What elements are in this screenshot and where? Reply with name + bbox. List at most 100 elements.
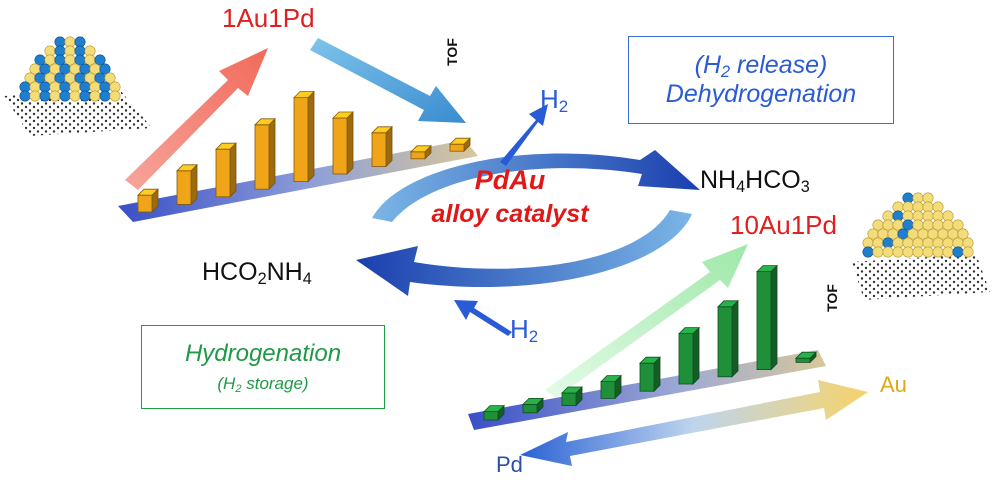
h2-release-text: (H2 release)	[694, 51, 828, 82]
pd-atom	[94, 72, 106, 84]
au-atom	[89, 63, 101, 75]
pd-atom	[39, 63, 51, 75]
au-atom	[44, 72, 56, 84]
green-increase-arrow	[545, 244, 748, 398]
au-pd-double-arrow	[520, 380, 868, 466]
au-atom	[962, 246, 974, 258]
au-atom	[69, 63, 81, 75]
top-tof-bar-1	[137, 188, 159, 213]
bottom-tof-bar-1	[483, 404, 505, 421]
h2-uptake-label: H2	[510, 314, 539, 347]
pd-atom	[59, 90, 71, 102]
au-atom	[937, 228, 949, 240]
bottom-tof-axis-label: TOF	[823, 284, 840, 312]
bottom-tof-bar-8	[756, 264, 778, 371]
bottom-tof-bar-3	[561, 386, 583, 407]
au-atom	[29, 63, 41, 75]
au-atom	[69, 90, 81, 102]
pd-atom	[94, 54, 106, 66]
au-atom	[44, 54, 56, 66]
au-atom	[29, 90, 41, 102]
au-atom	[932, 246, 944, 258]
au-atom	[947, 228, 959, 240]
pd-atom	[34, 54, 46, 66]
au-atom	[942, 219, 954, 231]
pd-atom	[34, 72, 46, 84]
au-atom	[84, 72, 96, 84]
pd-label: Pd	[496, 452, 523, 477]
top-alloy-label: 1Au1Pd	[222, 3, 315, 33]
bottom-tof-bar-7	[717, 299, 739, 378]
top-tof-bar-3	[215, 142, 237, 198]
pd-atom	[19, 90, 31, 102]
top-tof-axis-label: TOF	[443, 38, 460, 66]
au-atom	[907, 228, 919, 240]
au-atom	[902, 246, 914, 258]
au-atom	[49, 63, 61, 75]
top-tof-bar-4	[254, 117, 276, 191]
red-increase-arrow	[125, 48, 268, 190]
pd-atom	[952, 246, 964, 258]
dehydrogenation-text: Dehydrogenation	[665, 80, 857, 108]
au-label: Au	[880, 372, 907, 397]
au-atom	[24, 72, 36, 84]
au-atom	[957, 228, 969, 240]
h2-storage-text: (H2 storage)	[217, 374, 309, 395]
au-atom	[84, 54, 96, 66]
pd-atom	[74, 54, 86, 66]
au-atom	[922, 246, 934, 258]
au-atom	[927, 228, 939, 240]
bottom-alloy-label: 10Au1Pd	[730, 210, 837, 240]
blue-decrease-arrow	[310, 38, 466, 123]
dehydrogenation-box: (H2 release) Dehydrogenation	[628, 36, 894, 124]
au-atom	[64, 72, 76, 84]
au-atom	[877, 228, 889, 240]
au-atom	[872, 219, 884, 231]
cycle-bottom-arrow	[356, 210, 692, 296]
top-tof-bar-7	[371, 125, 393, 168]
pdau-nanoparticle-10au1pd	[852, 192, 990, 300]
catalyst-label: PdAu alloy catalyst	[400, 165, 620, 229]
pd-atom	[897, 228, 909, 240]
pd-atom	[39, 90, 51, 102]
catalyst-descriptor: alloy catalyst	[431, 200, 589, 228]
bottom-tof-bar-9	[795, 351, 817, 364]
au-atom	[64, 54, 76, 66]
pd-atom	[54, 54, 66, 66]
cycle-top-arrow	[372, 150, 700, 222]
au-atom	[49, 90, 61, 102]
bottom-tof-bar-5	[639, 356, 661, 393]
au-atom	[912, 246, 924, 258]
h2-release-arrow	[500, 104, 548, 166]
pd-atom	[862, 246, 874, 258]
pd-atom	[99, 63, 111, 75]
au-atom	[917, 228, 929, 240]
pd-atom	[99, 90, 111, 102]
hydrogenation-text: Hydrogenation	[184, 340, 342, 367]
au-atom	[932, 219, 944, 231]
pd-atom	[54, 72, 66, 84]
top-tof-bar-8	[410, 144, 432, 160]
bottom-tof-bar-4	[600, 374, 622, 400]
pd-atom	[79, 63, 91, 75]
pd-atom	[59, 63, 71, 75]
au-atom	[872, 246, 884, 258]
hco2nh4-label: HCO2NH4	[202, 258, 312, 289]
au-atom	[887, 228, 899, 240]
top-tof-bar-9	[449, 137, 471, 153]
au-atom	[882, 246, 894, 258]
h2-uptake-arrow	[454, 300, 512, 336]
au-atom	[892, 246, 904, 258]
pdau-nanoparticle-1au1pd	[4, 36, 152, 136]
bottom-bar-group	[483, 264, 817, 421]
top-bar-group	[137, 90, 471, 213]
catalyst-name: PdAu	[474, 165, 546, 195]
au-atom	[912, 219, 924, 231]
au-atom	[867, 228, 879, 240]
au-atom	[89, 90, 101, 102]
top-tof-bar-5	[293, 90, 315, 183]
au-atom	[922, 219, 934, 231]
bottom-tof-bar-2	[522, 397, 544, 414]
